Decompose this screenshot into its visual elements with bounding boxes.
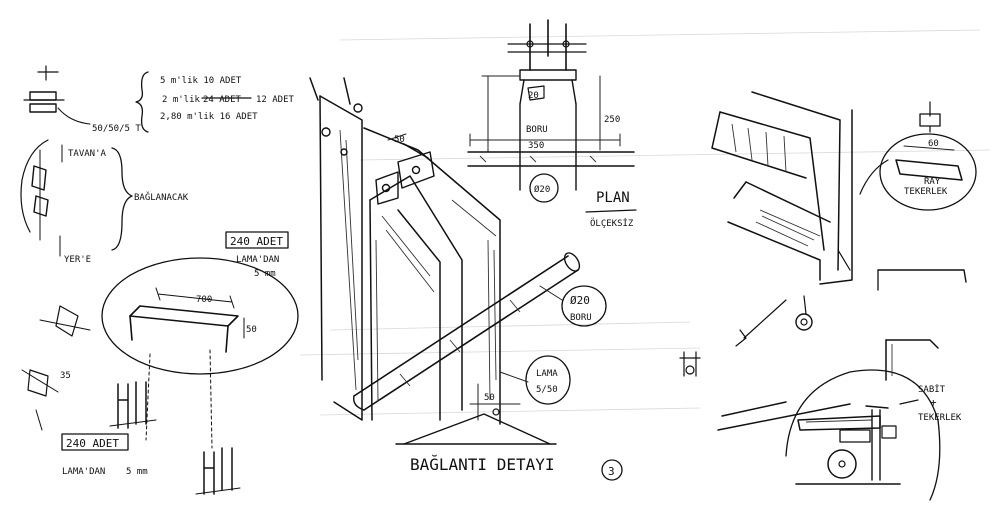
section-outline	[785, 369, 941, 501]
fasten-brace	[111, 147, 133, 251]
pipe-callout-circle	[561, 285, 607, 327]
u-profiles	[109, 381, 241, 495]
pipe-callout-dia: Ø20	[570, 294, 590, 307]
qty-brace	[135, 71, 149, 133]
clamp-plate-sketch	[129, 287, 245, 449]
qty-line-2-a: 2 m'lik	[162, 95, 201, 105]
qty-line-2-struck: 24 ADET	[203, 95, 242, 105]
sheet-number: 3	[608, 465, 615, 478]
plan-title: PLAN	[596, 190, 630, 206]
to-floor-label: YER'E	[64, 255, 91, 265]
plate-callout-circle	[525, 355, 571, 405]
rail-label-1: RAY	[924, 177, 941, 187]
small-hanger-detail	[679, 351, 701, 377]
qty-line-2-b: 12 ADET	[256, 95, 295, 105]
from-plate-label-bottom: LAMA'DAN	[62, 467, 105, 477]
fixed-label: SABİT	[918, 384, 946, 395]
qty-line-1: 5 m'lik 10 ADET	[160, 76, 242, 86]
plan-view-sketch	[467, 19, 635, 203]
plan-pipe-label: BORU	[526, 125, 548, 135]
profile-dim-label: 50/50/5 T	[92, 124, 141, 134]
count-label-bottom: 240 ADET	[66, 437, 119, 450]
rail-detail	[895, 101, 963, 181]
plate-callout-dim: 5/50	[536, 385, 558, 395]
rail-dim-60: 60	[928, 139, 939, 149]
tab-dim-50: 50	[394, 135, 405, 145]
plate-width-dim: 50	[246, 325, 257, 335]
plate-length-dim: 700	[196, 295, 212, 305]
plus-label: +	[930, 396, 937, 409]
from-plate-label-top: LAMA'DAN	[236, 255, 279, 265]
hanger-sketch	[20, 139, 63, 257]
plan-dim-20: 20	[528, 91, 539, 101]
plate-detail-oval	[101, 257, 299, 375]
unit-label-top: 5 mm	[254, 269, 276, 279]
rail-structure-sketch	[711, 91, 889, 347]
rail-label-2: TEKERLEK	[904, 187, 948, 197]
rail-callout-oval	[879, 133, 977, 211]
pipe-callout-label: BORU	[570, 313, 592, 323]
plan-dia-20: Ø20	[534, 184, 550, 195]
to-ceiling-label: TAVAN'A	[68, 149, 107, 159]
wheel-label: TEKERLEK	[918, 413, 962, 423]
connection-detail-sketch	[309, 77, 581, 425]
pipe-callout-leader	[539, 285, 563, 301]
bleed-through-texture	[299, 29, 991, 416]
qty-line-3: 2,80 m'lik 16 ADET	[160, 112, 258, 122]
plan-pipe-dim: 350	[528, 141, 544, 151]
sheet-number-circle	[601, 459, 623, 481]
angle-profile-sketch	[23, 65, 91, 125]
fastened-label: BAĞLANACAK	[134, 191, 189, 203]
count-label-top: 240 ADET	[230, 235, 283, 248]
wheel-section-sketch	[717, 339, 939, 485]
plan-title-underline	[585, 209, 637, 213]
title-roof	[403, 413, 551, 445]
count-box-top	[225, 231, 289, 249]
lower-left-details	[21, 305, 91, 431]
unit-label-bottom: 5 mm	[126, 467, 148, 477]
plate-bottom-dim-50: 50	[484, 393, 495, 403]
plan-scale-note: ÖLÇEKSİZ	[590, 218, 634, 229]
plan-dim-250: 250	[604, 115, 620, 125]
detail-title: BAĞLANTI DETAYI	[410, 455, 555, 474]
plate-callout-leader	[499, 371, 529, 383]
count-box-bottom	[61, 433, 129, 451]
small-dim-35: 35	[60, 371, 71, 381]
floor-profile	[877, 269, 967, 283]
plate-callout-label: LAMA	[536, 369, 558, 379]
